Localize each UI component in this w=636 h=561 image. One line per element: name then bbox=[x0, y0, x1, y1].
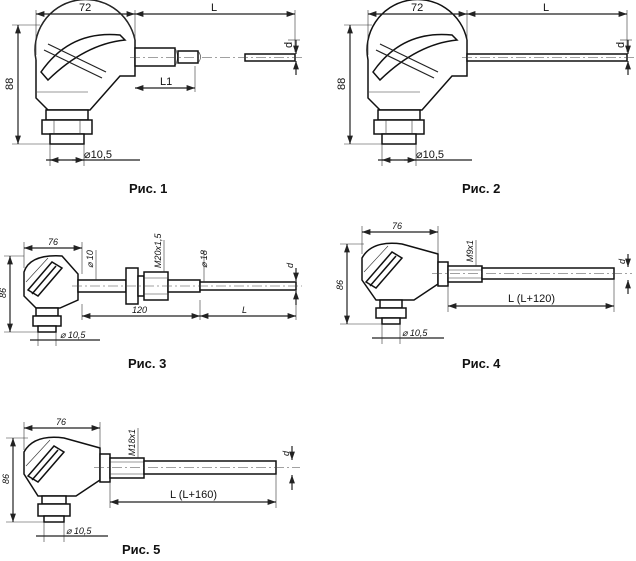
dim-diameter: ⌀ 10,5 bbox=[60, 330, 86, 340]
dim-height: 86 bbox=[335, 280, 345, 290]
dim-height: 88 bbox=[336, 78, 348, 90]
dim-thread: M18x1 bbox=[127, 429, 137, 456]
dimensions bbox=[12, 10, 300, 166]
dim-d: d bbox=[617, 258, 627, 264]
figure-2: 72 L 88 d ⌀10,5 Рис. 2 bbox=[336, 0, 636, 196]
figure-5: 76 86 M18x1 d L (L+160) ⌀ 10,5 Рис. 5 bbox=[1, 417, 300, 557]
dim-length: L bbox=[543, 2, 549, 14]
dim-width: 76 bbox=[392, 221, 402, 231]
dim-d10: ⌀ 10 bbox=[85, 250, 95, 268]
cable-gland bbox=[32, 307, 62, 333]
terminal-head bbox=[361, 242, 439, 301]
dim-width: 72 bbox=[79, 2, 91, 14]
dim-diameter: ⌀10,5 bbox=[84, 149, 112, 161]
terminal-head bbox=[34, 0, 136, 111]
dim-d: d bbox=[615, 42, 627, 48]
dim-width: 76 bbox=[48, 237, 58, 247]
dim-width: 72 bbox=[411, 2, 423, 14]
caption: Рис. 2 bbox=[462, 181, 500, 196]
sensor-sheath bbox=[432, 261, 632, 287]
caption: Рис. 1 bbox=[129, 181, 167, 196]
dim-height: 86 bbox=[0, 288, 8, 298]
dim-diameter: ⌀ 10,5 bbox=[66, 526, 92, 536]
caption: Рис. 3 bbox=[128, 356, 166, 371]
caption: Рис. 5 bbox=[122, 542, 160, 557]
dim-length: L bbox=[211, 2, 217, 14]
figure-4: 76 86 M9x1 d L (L+120) ⌀ 10,5 Рис. 4 bbox=[335, 221, 632, 371]
dim-d18: ⌀ 18 bbox=[199, 250, 209, 268]
dim-d: d bbox=[285, 262, 295, 268]
dim-d: d bbox=[281, 450, 291, 456]
sensor-sheath bbox=[130, 47, 305, 67]
figure-3: 76 86 ⌀ 10 M20x1,5 ⌀ 18 d 120 L ⌀ 10,5 Р… bbox=[0, 232, 302, 371]
sensor-sheath bbox=[94, 453, 300, 483]
terminal-head bbox=[23, 436, 101, 497]
dim-d: d bbox=[283, 42, 295, 48]
dim-120: 120 bbox=[132, 305, 147, 315]
sensor-sheath bbox=[462, 53, 636, 62]
cable-gland bbox=[41, 109, 93, 145]
terminal-head bbox=[23, 255, 79, 309]
dimensions bbox=[6, 422, 295, 542]
dim-diameter: ⌀ 10,5 bbox=[402, 328, 428, 338]
dimensions bbox=[4, 240, 299, 346]
dim-thread: M20x1,5 bbox=[153, 232, 163, 268]
terminal-head bbox=[366, 0, 468, 111]
cable-gland bbox=[37, 495, 71, 523]
dim-length: L (L+120) bbox=[508, 293, 555, 305]
dim-diameter: ⌀10,5 bbox=[416, 149, 444, 161]
cable-gland bbox=[373, 109, 425, 145]
figure-1: 72 L 88 L1 d ⌀10,5 Рис. 1 bbox=[4, 0, 305, 196]
dim-width: 76 bbox=[56, 417, 66, 427]
dim-length: L bbox=[242, 305, 247, 315]
sensor-sheath bbox=[72, 267, 302, 305]
dim-l1: L1 bbox=[160, 76, 172, 88]
dim-height: 88 bbox=[4, 78, 16, 90]
dimensions bbox=[340, 226, 631, 344]
dim-length: L (L+160) bbox=[170, 489, 217, 501]
dim-height: 86 bbox=[1, 474, 11, 484]
caption: Рис. 4 bbox=[462, 356, 501, 371]
cable-gland bbox=[375, 299, 407, 325]
dimensions bbox=[344, 10, 632, 166]
dim-thread: M9x1 bbox=[465, 240, 475, 262]
